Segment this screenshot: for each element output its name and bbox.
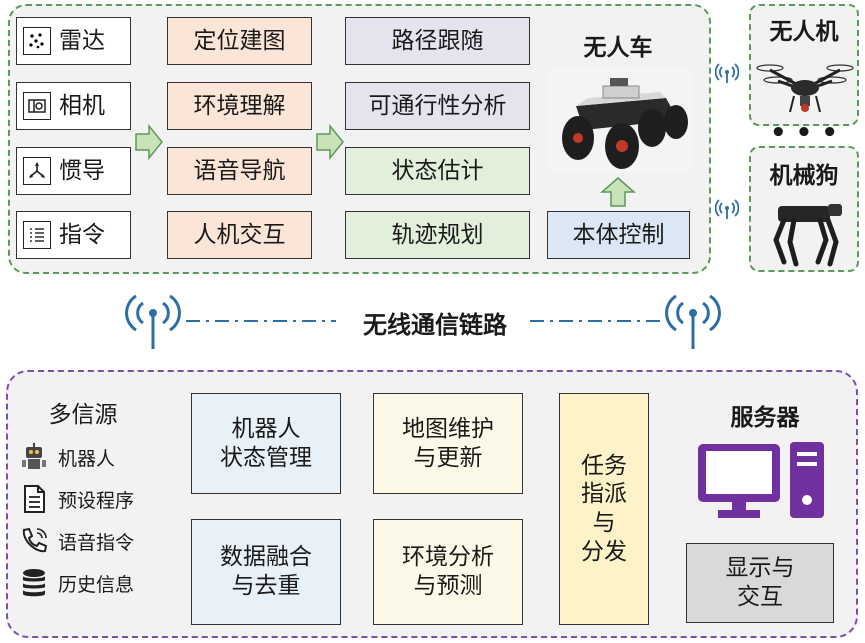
wireless-link-label: 无线通信链路 [363,311,507,339]
module-localization-mapping: 定位建图 [167,17,312,65]
antenna-left-icon [125,294,181,349]
source-history: 历史信息 [18,567,168,599]
module-label: 可通行性分析 [368,92,507,119]
wifi-icon [715,199,739,219]
sensor-label: 相机 [59,92,105,119]
ellipsis: • • • [770,118,838,148]
module-trajectory-planning: 轨迹规划 [345,211,530,259]
module-environment-analysis: 环境分析 与预测 [373,519,523,625]
module-body-control: 本体控制 [547,211,690,259]
module-traversability-analysis: 可通行性分析 [345,82,530,130]
sensor-radar: 雷达 [16,17,131,65]
server-title: 服务器 [730,405,800,431]
module-robot-state-management: 机器人 状态管理 [191,393,341,494]
sources-title: 多信源 [48,402,118,428]
camera-icon [23,92,51,120]
sources-panel: 多信源 机器人 预设程序 语音指令 历史信息 [18,395,168,627]
drone-image [756,64,854,113]
source-label: 历史信息 [58,573,135,596]
ugv-image [548,68,693,173]
module-label: 本体控制 [572,221,665,248]
vehicle-title: 无人车 [583,35,653,61]
document-icon [24,485,45,513]
sensor-label: 雷达 [59,27,105,54]
source-label: 预设程序 [58,489,135,512]
module-map-update: 地图维护 与更新 [373,393,523,494]
source-label: 语音指令 [58,531,135,554]
robot-dog-title: 机械狗 [769,163,839,189]
module-label: 人机交互 [193,221,286,248]
display-interaction-button[interactable]: 显示与 交互 [686,543,834,623]
module-label: 路径跟随 [391,27,484,54]
sensor-label: 指令 [59,221,105,248]
sensor-imu: 惯导 [16,147,131,195]
source-label: 机器人 [58,447,116,470]
module-data-fusion: 数据融合 与去重 [191,519,341,625]
module-human-robot-interaction: 人机交互 [167,211,312,259]
module-task-dispatch: 任务 指派 与 分发 [559,393,649,625]
sensor-label: 惯导 [59,157,105,184]
source-preset-program: 预设程序 [18,483,168,515]
module-voice-navigation: 语音导航 [167,147,312,195]
module-environment-understanding: 环境理解 [167,82,312,130]
wifi-icon [715,63,739,83]
robot-icon [22,443,46,469]
database-icon [23,569,45,597]
flow-arrow-1 [135,123,163,161]
antenna-right-icon [665,294,721,349]
flow-arrow-2 [316,123,344,161]
dash-line-right [530,320,660,322]
sensor-command: 指令 [16,211,131,259]
sensor-camera: 相机 [16,82,131,130]
imu-icon [23,157,51,185]
phone-icon [22,527,48,553]
source-robot: 机器人 [18,441,168,473]
module-label: 定位建图 [193,27,286,54]
radar-icon [23,27,51,55]
source-voice-command: 语音指令 [18,525,168,557]
computer-icon [698,442,824,518]
module-label: 语音导航 [193,157,286,184]
module-label: 环境理解 [193,92,286,119]
module-path-following: 路径跟随 [345,17,530,65]
module-state-estimation: 状态估计 [345,147,530,195]
dash-line-left [186,320,336,322]
robot-dog-image [773,204,842,267]
up-arrow [600,177,636,207]
command-icon [23,221,51,249]
drone-title: 无人机 [769,19,839,45]
module-label: 状态估计 [391,157,484,184]
module-label: 轨迹规划 [391,221,484,248]
